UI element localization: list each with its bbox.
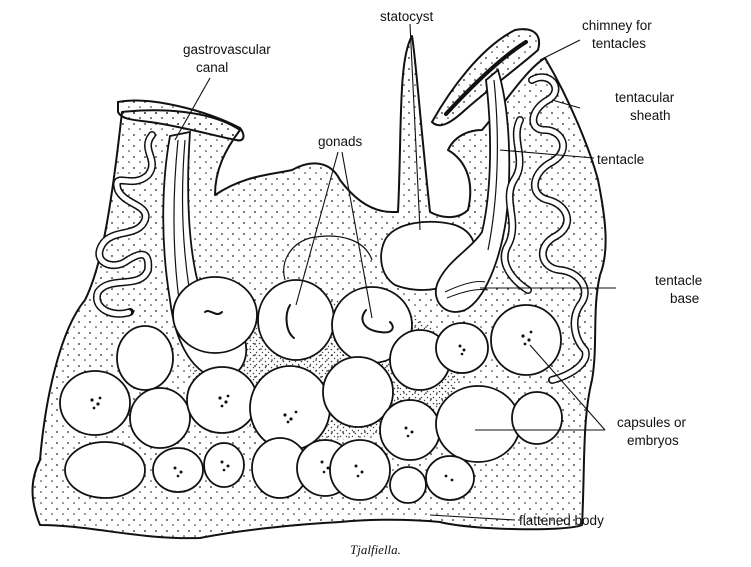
embryo-capsules	[59, 304, 563, 504]
label-tentacle-base-line2: base	[670, 291, 699, 306]
label-capsules-line2: embryos	[627, 433, 679, 448]
gonad-left	[172, 276, 258, 354]
label-chimney-line1: chimney for	[582, 18, 652, 33]
label-chimney-line2: tentacles	[592, 36, 646, 51]
label-statocyst: statocyst	[380, 9, 434, 24]
leader-lines	[174, 23, 616, 521]
label-tentacular-sheath-line1: tentacular	[615, 90, 675, 105]
label-gonads: gonads	[318, 134, 363, 149]
label-flattened-body: flattened body	[519, 513, 604, 528]
gonad-middle	[257, 279, 335, 361]
label-gastrovascular-line2: canal	[196, 60, 228, 75]
label-gastrovascular-line1: gastrovascular	[183, 42, 271, 57]
embryo-markings	[90, 330, 533, 482]
figure-caption: Tjalfiella.	[350, 542, 401, 557]
left-chimney	[117, 99, 245, 142]
label-tentacle: tentacle	[597, 152, 644, 167]
label-tentacular-sheath-line2: sheath	[630, 108, 671, 123]
label-capsules-line1: capsules or	[617, 415, 687, 430]
label-tentacle-base-line1: tentacle	[655, 273, 702, 288]
